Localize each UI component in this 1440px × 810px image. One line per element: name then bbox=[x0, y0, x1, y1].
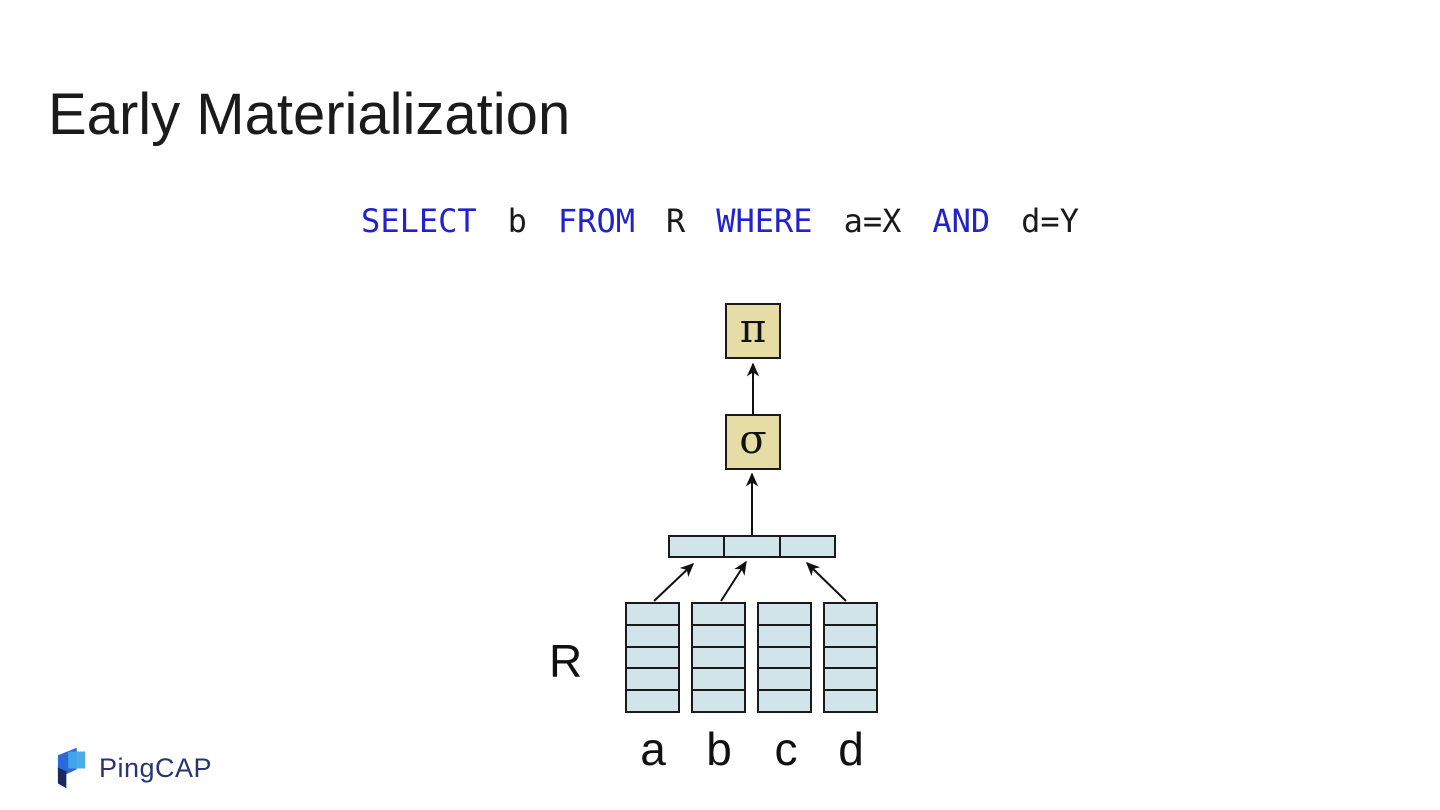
tuple-cell bbox=[723, 537, 778, 556]
sql-keyword: WHERE bbox=[716, 202, 813, 240]
column-label-c: c bbox=[774, 723, 798, 775]
arrow-col-a-to-row bbox=[653, 563, 695, 602]
column-cell bbox=[759, 667, 810, 689]
column-cell bbox=[759, 623, 810, 646]
column-cell bbox=[693, 604, 744, 624]
sql-identifier: b bbox=[507, 202, 527, 240]
sql-predicate: d=Y bbox=[1021, 202, 1079, 240]
column-cell bbox=[627, 623, 678, 646]
column-label-a: a bbox=[640, 723, 666, 775]
column-label-b: b bbox=[706, 723, 732, 775]
sql-predicate: a=X bbox=[843, 202, 902, 240]
tuple-cell bbox=[670, 537, 723, 556]
sql-query: SELECT b FROM R WHERE a=X AND d=Y bbox=[0, 201, 1440, 243]
column-cell bbox=[627, 667, 678, 689]
sql-identifier: R bbox=[665, 202, 686, 240]
column-cell bbox=[627, 604, 678, 624]
sigma-symbol: σ bbox=[739, 417, 767, 463]
page-title: Early Materialization bbox=[48, 82, 571, 147]
column-cell bbox=[693, 689, 744, 711]
pingcap-logo-icon bbox=[57, 747, 86, 789]
column-store-d bbox=[823, 602, 878, 713]
column-cell bbox=[825, 604, 876, 624]
relation-label: R bbox=[549, 635, 583, 687]
column-cell bbox=[693, 623, 744, 646]
pi-symbol: π bbox=[739, 306, 767, 352]
pingcap-logo: PingCAP bbox=[56, 745, 212, 790]
column-cell bbox=[627, 645, 678, 668]
column-cell bbox=[825, 645, 876, 668]
column-cell bbox=[693, 667, 744, 689]
column-cell bbox=[825, 689, 876, 711]
column-cell bbox=[759, 604, 810, 624]
arrow-col-d-to-row bbox=[805, 561, 847, 602]
column-cell bbox=[759, 645, 810, 668]
materialized-tuple-row bbox=[668, 535, 836, 558]
arrow-col-b-to-row bbox=[720, 560, 747, 602]
selection-operator-box: σ bbox=[725, 414, 781, 470]
projection-operator-box: π bbox=[725, 303, 781, 359]
column-cell bbox=[825, 623, 876, 646]
column-cell bbox=[759, 689, 810, 711]
sql-keyword: FROM bbox=[557, 202, 635, 240]
column-store-a bbox=[625, 602, 680, 713]
column-store-b bbox=[691, 602, 746, 713]
column-cell bbox=[627, 689, 678, 711]
sql-keyword: AND bbox=[932, 202, 991, 240]
sql-keyword: SELECT bbox=[361, 202, 477, 240]
column-cell bbox=[825, 667, 876, 689]
column-label-d: d bbox=[838, 723, 864, 775]
column-cell bbox=[693, 645, 744, 668]
pingcap-logo-text: PingCAP bbox=[99, 753, 213, 783]
tuple-cell bbox=[778, 537, 834, 556]
column-store-c bbox=[757, 602, 812, 713]
